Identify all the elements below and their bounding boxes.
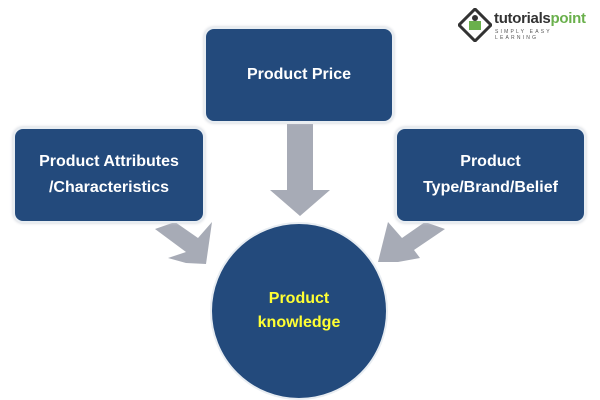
node-attributes-line1: Product Attributes xyxy=(39,153,179,170)
node-knowledge-line2: knowledge xyxy=(257,314,341,331)
logo-brand-accent: point xyxy=(550,10,586,27)
arrow-type-to-knowledge xyxy=(378,222,445,262)
node-type-line1: Product xyxy=(460,153,521,170)
arrow-price-to-knowledge xyxy=(270,124,330,216)
logo-tagline: SIMPLY EASY LEARNING xyxy=(495,29,552,41)
node-type-line2: Type/Brand/Belief xyxy=(423,179,558,196)
node-product-knowledge: Product knowledge xyxy=(210,222,388,400)
node-product-price-label: Product Price xyxy=(246,66,352,83)
logo-diamond-icon xyxy=(458,8,492,42)
node-product-attributes: Product Attributes /Characteristics xyxy=(13,127,205,223)
tutorialspoint-logo: tutorialspoint SIMPLY EASY LEARNING xyxy=(458,6,598,44)
arrow-attributes-to-knowledge xyxy=(155,222,212,264)
node-product-price: Product Price xyxy=(204,27,394,123)
node-product-type: Product Type/Brand/Belief xyxy=(395,127,586,223)
logo-brand-main: tutorials xyxy=(494,10,551,27)
node-knowledge-line1: Product xyxy=(268,290,330,307)
node-attributes-line2: /Characteristics xyxy=(48,179,170,196)
